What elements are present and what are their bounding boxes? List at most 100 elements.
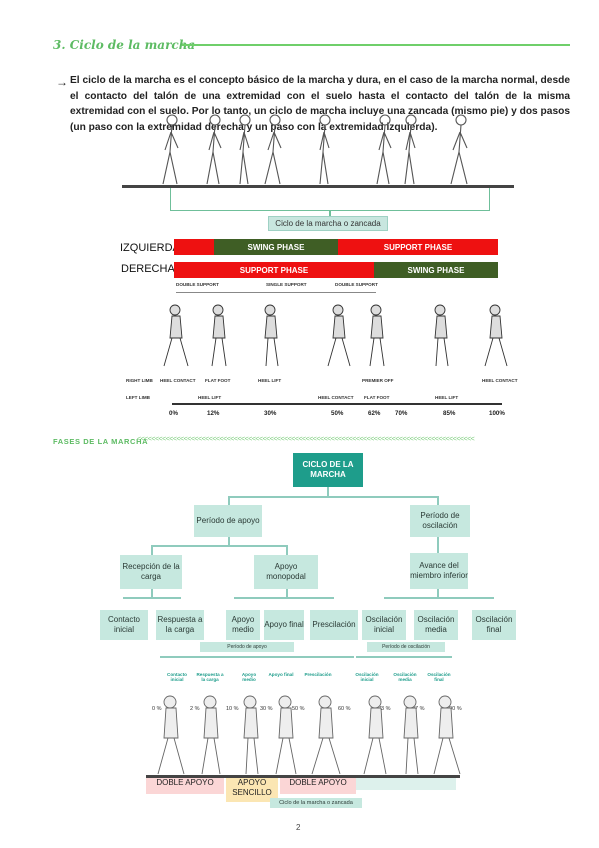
walker-figure xyxy=(243,695,259,775)
walker-figure xyxy=(264,304,279,367)
walker-figure xyxy=(201,695,221,775)
heading-rule xyxy=(182,44,570,46)
percent-label: 0% xyxy=(169,410,178,417)
tree-connector xyxy=(228,496,230,506)
right-limb-label: DERECHA xyxy=(121,263,175,275)
oscilacion-shade xyxy=(356,778,456,790)
fases-rule: <<<<<<<<<<<<<<<<<<<<<<<<<<<<<<<<<<<<<<<<… xyxy=(137,436,475,443)
percent-label: 50% xyxy=(331,410,344,417)
tree-leaf: Oscilación media xyxy=(414,610,458,640)
stride-caption: Ciclo de la marcha o zancada xyxy=(268,216,388,231)
support-label: SINGLE SUPPORT xyxy=(266,282,307,287)
tree-leaf: Oscilación inicial xyxy=(362,610,406,640)
walker-figure xyxy=(484,304,508,367)
phase-percent: 2 % xyxy=(190,706,200,712)
walker-figure xyxy=(157,695,185,775)
percent-label: 70% xyxy=(395,410,408,417)
section-heading: 3. Ciclo de la marcha xyxy=(53,38,195,52)
percent-label: 62% xyxy=(368,410,381,417)
tree-leaf: Apoyo medio xyxy=(226,610,260,640)
intro-paragraph: El ciclo de la marcha es el concepto bás… xyxy=(70,75,570,133)
event-label: HEEL CONTACT xyxy=(318,395,354,400)
walker-figure xyxy=(327,304,351,367)
walking-figures-2 xyxy=(163,304,508,367)
tree-connector xyxy=(151,589,153,598)
phase-percent: 10 % xyxy=(226,706,239,712)
walking-figures-3 xyxy=(157,695,461,775)
column-header: Contacto inicial xyxy=(167,672,187,683)
tree-connector xyxy=(286,545,288,555)
tree-leaf: Respuesta a la carga xyxy=(156,610,204,640)
column-header: Apoyo final xyxy=(268,672,294,677)
walker-figure xyxy=(311,695,341,775)
column-header: Oscilación media xyxy=(393,672,417,683)
tree-leaf: Apoyo final xyxy=(264,610,304,640)
fases-heading: FASES DE LA MARCHA xyxy=(53,437,149,446)
arrow-bullet-icon: → xyxy=(56,75,68,89)
walker-figure xyxy=(163,304,189,367)
ground-line xyxy=(122,185,514,188)
walker-figure xyxy=(275,695,297,775)
percent-label: 85% xyxy=(443,410,456,417)
event-label: FLAT FOOT xyxy=(364,395,390,400)
tree-node-periodo-oscilacion: Período de oscilación xyxy=(410,505,470,537)
column-header: Apoyo medio xyxy=(241,672,257,683)
event-label: FLAT FOOT xyxy=(205,378,231,383)
stride-bracket xyxy=(170,188,490,211)
tree-connector xyxy=(437,496,439,506)
walker-figure xyxy=(363,695,387,775)
column-header: Prescilación xyxy=(304,672,332,677)
bracket-stem xyxy=(329,210,331,218)
tree-node-apoyo-monopodal: Apoyo monopodal xyxy=(254,555,318,589)
tree-connector xyxy=(228,537,230,546)
phase-percent: 100 % xyxy=(446,706,462,712)
support-label: DOUBLE SUPPORT xyxy=(335,282,378,287)
event-label: PREMIER OFF xyxy=(362,378,394,383)
walker-figure xyxy=(434,304,449,367)
phase-percent: 30 % xyxy=(260,706,273,712)
doble-apoyo-1: DOBLE APOYO xyxy=(146,778,224,794)
left-limb-label: IZQUIERDA xyxy=(120,242,180,254)
ground-line-2 xyxy=(146,775,460,778)
tree-leaf: Prescilación xyxy=(310,610,358,640)
tree-connector xyxy=(327,487,329,497)
left-swing-bar: SWING PHASE xyxy=(214,239,338,255)
phase-percent: 0 % xyxy=(152,706,162,712)
column-header: Respuesta a la carga xyxy=(196,672,224,683)
lower-caption: Ciclo de la marcha o zancada xyxy=(270,798,362,808)
walker-figure xyxy=(433,695,461,775)
tree-node-avance: Avance del miembro inferior xyxy=(410,553,468,589)
event-label: HEEL CONTACT xyxy=(482,378,518,383)
event-label: HEEL LIFT xyxy=(198,395,222,400)
left-support-bar: SUPPORT PHASE xyxy=(338,239,498,255)
walker-figure xyxy=(239,114,251,185)
walker-figure xyxy=(211,304,227,367)
periodo-apoyo-tag: Período de apoyo xyxy=(200,642,294,652)
percent-label: 100% xyxy=(489,410,505,417)
column-header: Oscilación final xyxy=(427,672,451,683)
walker-figure xyxy=(319,114,331,185)
section-title: Ciclo de la marcha xyxy=(69,38,196,52)
periodo-oscilacion-tag: Período de oscilación xyxy=(367,642,445,652)
page-number: 2 xyxy=(296,823,301,832)
tree-connector xyxy=(384,597,494,599)
tree-connector xyxy=(228,496,438,498)
percent-axis xyxy=(172,403,502,405)
tree-leaf: Oscilación final xyxy=(472,610,516,640)
right-support-bar: SUPPORT PHASE xyxy=(174,262,374,278)
tree-connector xyxy=(286,589,288,598)
event-label: HEEL LIFT xyxy=(435,395,459,400)
apoyo-sencillo: APOYO SENCILLO xyxy=(226,778,278,802)
walker-figure xyxy=(369,304,385,367)
phase-percent: 50 % xyxy=(292,706,305,712)
event-label: LEFT LIMB xyxy=(126,395,150,400)
tree-connector xyxy=(437,589,439,598)
percent-label: 30% xyxy=(264,410,277,417)
tree-leaf: Contacto inicial xyxy=(100,610,148,640)
tree-node-periodo-apoyo: Período de apoyo xyxy=(194,505,262,537)
event-label: HEEL CONTACT xyxy=(160,378,196,383)
apoyo-span-line xyxy=(160,656,354,658)
doble-apoyo-2: DOBLE APOYO xyxy=(280,778,356,794)
event-label: HEEL LIFT xyxy=(258,378,282,383)
phase-percent: 87 % xyxy=(412,706,425,712)
